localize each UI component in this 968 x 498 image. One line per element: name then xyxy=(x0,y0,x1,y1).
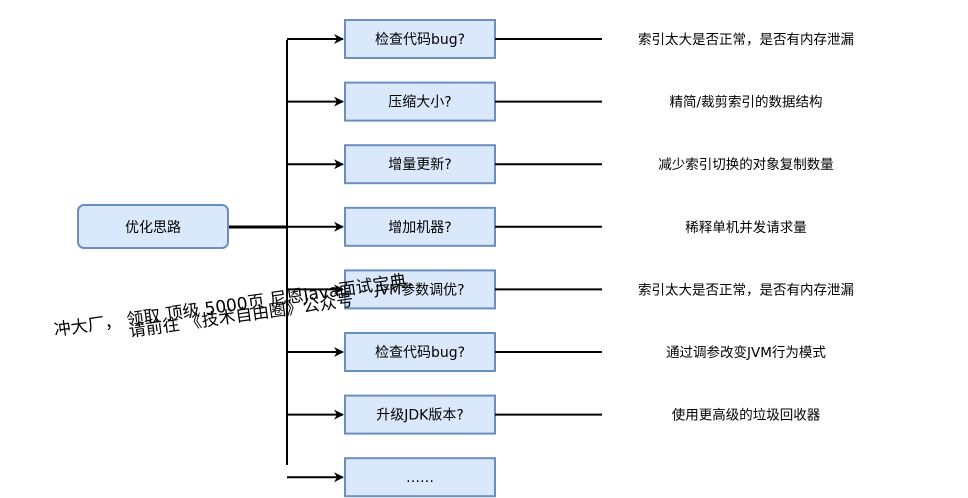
branch-node-label: 升级JDK版本? xyxy=(376,408,464,424)
branch-7: 升级JDK版本? 使用更高级的垃圾回收器 xyxy=(287,394,821,435)
branch-node[interactable]: 升级JDK版本? xyxy=(344,394,496,435)
branch-node-label: 压缩大小? xyxy=(388,95,451,111)
connectors xyxy=(229,40,288,465)
branch-1: 检查代码bug? 索引太大是否正常，是否有内存泄漏 xyxy=(287,19,854,59)
branch-description: 使用更高级的垃圾回收器 xyxy=(672,407,821,424)
branch-3: 增量更新? 减少索引切换的对象复制数量 xyxy=(287,144,834,185)
branch-node-box xyxy=(344,81,496,122)
branch-node[interactable]: 检查代码bug? xyxy=(344,19,496,59)
branch-node[interactable]: 增加机器? xyxy=(344,206,496,247)
branch-description: 索引太大是否正常，是否有内存泄漏 xyxy=(638,32,854,48)
branch-description: 减少索引切换的对象复制数量 xyxy=(658,156,834,173)
branch-5: JVM参数调优? 索引太大是否正常，是否有内存泄漏 xyxy=(287,269,854,310)
branch-8: …… xyxy=(287,457,496,498)
branch-node-label: 检查代码bug? xyxy=(375,345,465,361)
branch-node-label: 增加机器? xyxy=(388,220,451,236)
branch-node-box xyxy=(344,332,496,372)
branch-node[interactable]: …… xyxy=(344,457,496,498)
branch-description: 索引太大是否正常，是否有内存泄漏 xyxy=(638,282,854,298)
branch-4: 增加机器? 稀释单机并发请求量 xyxy=(287,206,807,247)
branch-node-label: 检查代码bug? xyxy=(375,32,465,48)
branch-node-box xyxy=(344,19,496,59)
branch-node-box xyxy=(344,394,496,435)
branch-node-label: 增量更新? xyxy=(388,157,451,173)
branch-node[interactable]: 增量更新? xyxy=(344,144,496,185)
branches: 检查代码bug?索引太大是否正常，是否有内存泄漏压缩大小?精简/裁剪索引的数据结… xyxy=(287,19,854,498)
branch-node-box xyxy=(344,144,496,185)
branch-description: 精简/裁剪索引的数据结构 xyxy=(669,94,822,111)
branch-node[interactable]: JVM参数调优? xyxy=(344,269,496,310)
root-label: 优化思路 xyxy=(125,220,181,236)
branch-node-box xyxy=(344,457,496,498)
branch-node-label: JVM参数调优? xyxy=(374,281,464,298)
root-node[interactable]: 优化思路 xyxy=(77,204,229,249)
branch-node-label: …… xyxy=(406,470,434,486)
branch-node[interactable]: 压缩大小? xyxy=(344,81,496,122)
branch-node[interactable]: 检查代码bug? xyxy=(344,332,496,372)
branch-6: 检查代码bug? 通过调参改变JVM行为模式 xyxy=(287,332,826,372)
branch-description: 稀释单机并发请求量 xyxy=(685,220,807,236)
branch-2: 压缩大小? 精简/裁剪索引的数据结构 xyxy=(287,81,823,122)
branch-description: 通过调参改变JVM行为模式 xyxy=(666,344,826,361)
branch-node-box xyxy=(344,206,496,247)
